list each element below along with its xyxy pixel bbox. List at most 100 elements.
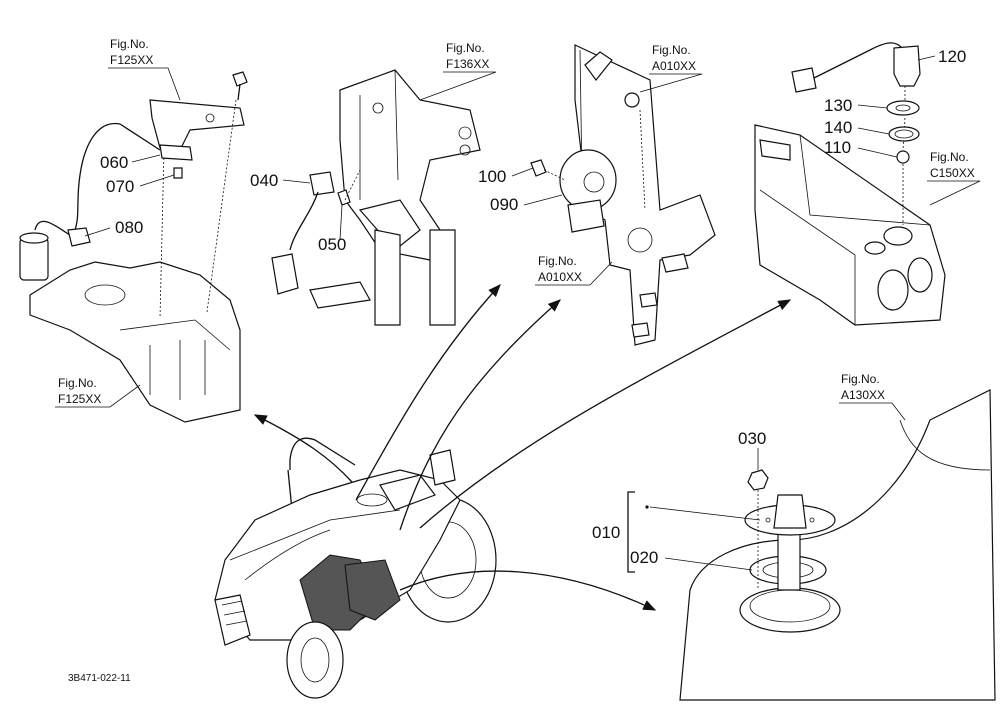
rops-frame	[289, 437, 356, 470]
fig-a010-top-code: A010XX	[652, 59, 696, 73]
flange-hole-2	[809, 517, 815, 523]
tractor	[214, 437, 497, 699]
hood-crease	[244, 529, 331, 581]
bushing-guide	[639, 109, 646, 211]
fig-f125-top-prefix: Fig.No.	[110, 37, 149, 51]
figure-references: Fig.No. F125XX Fig.No. F136XX Fig.No. A0…	[58, 37, 975, 406]
part-100: 100	[478, 167, 506, 186]
alignment-lines	[159, 99, 237, 319]
part-040: 040	[250, 171, 278, 190]
switch-wire	[289, 191, 319, 251]
part-010: 010	[592, 523, 620, 542]
sender-head	[773, 494, 807, 529]
leader-140	[857, 127, 890, 135]
tank-opening	[739, 587, 841, 633]
housing-bore-2	[907, 257, 933, 293]
leader-100	[511, 167, 534, 177]
leader-040	[282, 179, 311, 184]
part-070: 070	[106, 177, 134, 196]
part-130: 130	[824, 96, 852, 115]
leader-a010-bottom	[535, 261, 613, 286]
switch-060	[159, 144, 193, 161]
leader-f125-top	[108, 67, 181, 101]
flange-hole-1	[765, 517, 771, 523]
bracket-hole	[205, 113, 215, 123]
grille-slats	[221, 600, 248, 626]
leader-a130	[839, 402, 906, 421]
base-plate	[29, 261, 241, 423]
part-030: 030	[738, 429, 766, 448]
frame-hole-2	[458, 126, 472, 140]
clamp-080	[67, 227, 91, 247]
leader-c150	[927, 180, 981, 206]
oring-140	[888, 126, 920, 142]
leader-090	[523, 194, 563, 206]
part-140: 140	[824, 118, 852, 137]
part-numbers: 060 070 080 040 050 100 090 120 130 140 …	[100, 47, 966, 567]
sensor-120	[893, 45, 921, 87]
plate-rib	[119, 319, 231, 351]
frame-hole-3	[459, 144, 471, 156]
frame-hole-1	[372, 102, 384, 114]
callout-arrows	[253, 284, 792, 611]
screw-050	[337, 189, 351, 206]
assembly-a130	[627, 389, 996, 701]
part-050: 050	[318, 235, 346, 254]
leader-120	[917, 55, 936, 61]
seat	[379, 474, 436, 511]
part-080: 080	[115, 218, 143, 237]
housing-bore-1	[877, 269, 909, 311]
fig-a130-code: A130XX	[841, 388, 885, 402]
seat-back	[429, 449, 456, 486]
engine-block-2	[344, 559, 401, 621]
arrow-to-a130	[399, 570, 657, 611]
bolt-head	[232, 71, 248, 87]
grille	[214, 594, 251, 646]
fig-a130-prefix: Fig.No.	[841, 372, 880, 386]
top-flange	[584, 51, 613, 81]
switch-040	[309, 171, 335, 196]
part-060: 060	[100, 153, 128, 172]
upper-bracket	[149, 99, 245, 151]
part-090: 090	[490, 195, 518, 214]
leader-a010-top	[639, 73, 703, 93]
leader-050	[339, 204, 343, 241]
assembly-f136	[271, 69, 481, 326]
switch-lever	[119, 123, 161, 151]
leader-f136	[419, 71, 497, 101]
cable-plug	[791, 67, 817, 93]
fig-f125-bottom-code: F125XX	[58, 392, 101, 406]
leader-060	[131, 154, 161, 163]
leader-f125-bottom	[55, 384, 141, 408]
potentiometer-090	[559, 149, 617, 211]
washer-130-hole	[895, 104, 911, 112]
sensor-cylinder	[19, 237, 49, 281]
plate-slots	[149, 340, 206, 400]
arrow-to-f125	[253, 414, 353, 483]
plate-hole	[84, 284, 126, 306]
leader-110	[857, 147, 898, 158]
fig-c150-prefix: Fig.No.	[930, 150, 969, 164]
cable	[74, 122, 121, 231]
front-wheel-rim	[300, 637, 330, 683]
hood-line	[229, 509, 401, 561]
assembly-c150	[754, 42, 946, 326]
assembly-f125	[19, 71, 248, 423]
housing-tab	[759, 139, 791, 161]
panel-bolt-1	[661, 253, 689, 273]
connector	[271, 253, 299, 295]
leader-020	[664, 557, 753, 571]
fig-c150-code: C150XX	[930, 166, 975, 180]
leader-080	[84, 227, 111, 237]
part-110: 110	[824, 138, 851, 157]
frame-post-left	[374, 229, 401, 326]
housing-top-edge	[799, 134, 931, 226]
housing-front-edge	[759, 189, 856, 325]
arrow-to-f136	[355, 284, 501, 501]
drawing-code: 3B471-022-11	[68, 673, 131, 684]
arrow-to-a010	[399, 299, 561, 531]
group-dot	[645, 505, 649, 509]
bolt-shank	[237, 83, 241, 101]
